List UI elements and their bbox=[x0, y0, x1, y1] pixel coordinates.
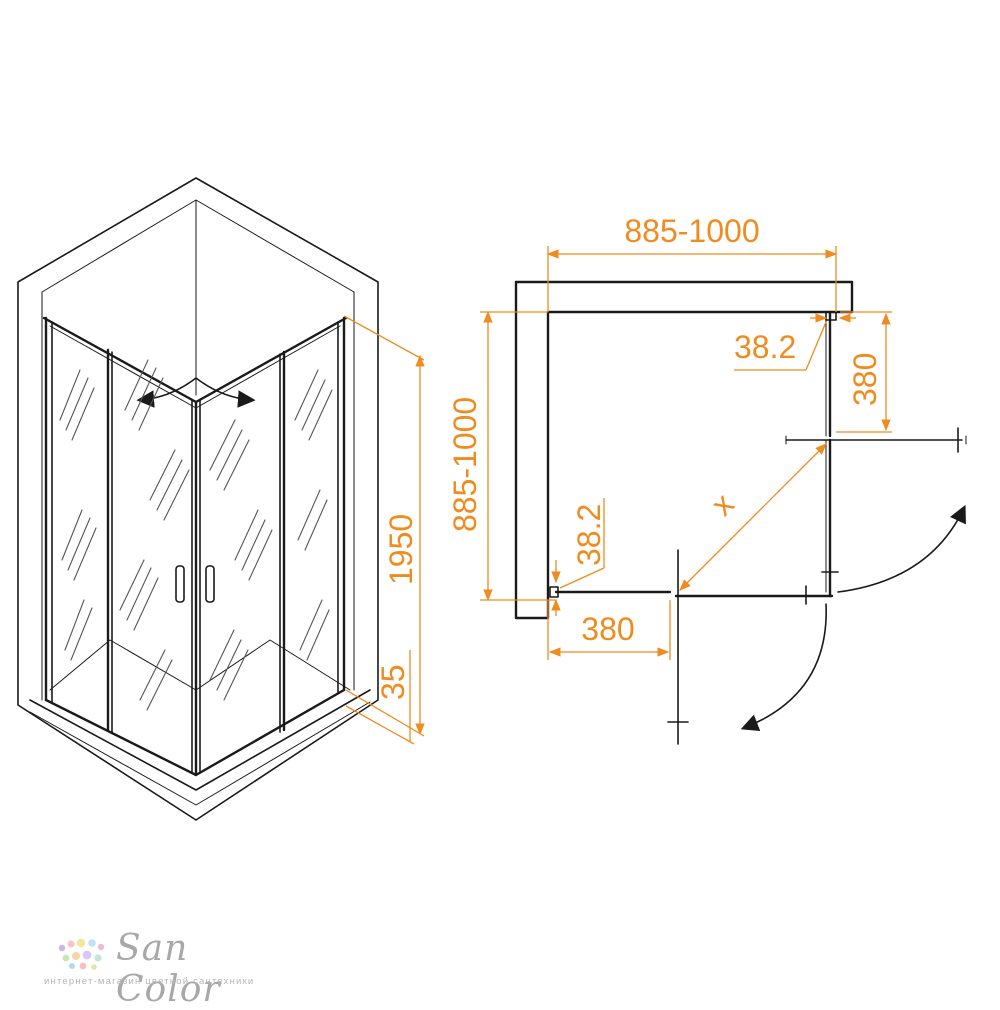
depth-dimension-label: 885-1000 bbox=[447, 397, 483, 532]
swing-arrow-right-door bbox=[837, 504, 966, 593]
glass-reflections bbox=[59, 359, 333, 711]
tray-bottom bbox=[29, 701, 371, 806]
brand-name: San Color bbox=[116, 928, 221, 1010]
tray-dimension-label: 35 bbox=[375, 664, 411, 700]
height-ext-top bbox=[343, 315, 425, 361]
left-door-width-label: 380 bbox=[581, 611, 634, 647]
plan-view bbox=[480, 246, 967, 745]
tray-top bbox=[29, 689, 371, 791]
top-offset-leader bbox=[805, 321, 827, 371]
plan-walls bbox=[514, 280, 854, 620]
elevation-view bbox=[17, 177, 425, 821]
swing-arrow-right bbox=[195, 377, 256, 408]
top-door-width-label: 380 bbox=[847, 353, 883, 406]
left-offset-label: 38.2 bbox=[571, 504, 607, 566]
swing-arrow-left bbox=[136, 377, 197, 408]
handle-right bbox=[205, 565, 215, 603]
width-dimension-label: 885-1000 bbox=[624, 213, 759, 249]
brand-tagline: интернет-магазин цветной сантехники bbox=[44, 976, 255, 987]
diagonal-label: x bbox=[704, 486, 741, 523]
brand-dots-icon bbox=[58, 938, 105, 970]
tray-inner-left bbox=[49, 639, 197, 691]
height-dimension-label: 1950 bbox=[383, 514, 419, 585]
left-wall-profile bbox=[549, 586, 559, 598]
left-offset-leader bbox=[559, 567, 605, 589]
top-offset-label: 38.2 bbox=[734, 329, 796, 365]
bottom-rail bbox=[44, 688, 346, 777]
diagonal-dim-line bbox=[679, 443, 827, 591]
wall-inner-top bbox=[41, 199, 355, 293]
top-rail-inner bbox=[49, 325, 341, 409]
tray-ext-bottom bbox=[345, 705, 415, 745]
top-rail bbox=[42, 316, 348, 404]
handle-left bbox=[175, 565, 185, 603]
wall-outline bbox=[17, 177, 379, 821]
tray-inner-right bbox=[195, 639, 351, 691]
brand-logo: San Color интернет-магазин цветной санте… bbox=[44, 928, 294, 1010]
swing-arrow-bottom-door bbox=[740, 603, 827, 731]
height-ext-bottom bbox=[345, 689, 425, 737]
